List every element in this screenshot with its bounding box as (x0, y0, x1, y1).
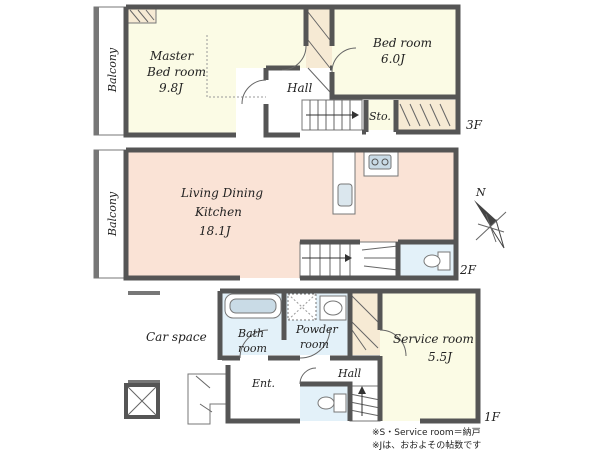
outdoor-storage-icon (124, 383, 160, 419)
stairs-3f (301, 99, 363, 131)
entrance (228, 365, 300, 421)
service-room-label: Service room (393, 332, 474, 346)
powder-room-label: Powder (295, 323, 339, 336)
toilet-icon (423, 254, 441, 268)
entrance-label: Ent. (251, 377, 275, 390)
floor-3f-tag: 3F (466, 118, 483, 132)
stairs-1f (349, 385, 381, 422)
sink-icon (337, 183, 353, 207)
storage (366, 100, 396, 130)
hall-3f-label: Hall (286, 81, 312, 95)
floor-2f: Balcony Living Dining Kitchen 18.1J 2F (93, 147, 477, 281)
compass-icon: N (474, 186, 507, 249)
porch (187, 373, 229, 425)
ldk-label: Living Dining (180, 186, 263, 200)
compass-north-label: N (475, 186, 486, 199)
floor-2f-tag: 2F (459, 263, 477, 277)
balcony-3f (93, 6, 127, 136)
floor-1f-tag: 1F (484, 410, 501, 424)
balcony-2f-label: Balcony (106, 191, 119, 237)
balcony-2f (93, 149, 127, 279)
ldk (126, 150, 332, 278)
washer-space (287, 293, 317, 321)
master-bedroom-label-2: Bed room (146, 65, 206, 79)
hall-1f-label: Hall (337, 367, 362, 380)
bathroom-label-2: room (238, 342, 267, 355)
bedroom-size: 6.0J (381, 52, 406, 66)
service-room-size: 5.5J (428, 350, 453, 364)
master-bedroom-label: Master (149, 49, 195, 63)
stairs-2f (299, 241, 399, 279)
bedroom (332, 7, 458, 97)
toilet-icon (317, 396, 335, 410)
master-bedroom-size: 9.8J (159, 81, 184, 95)
burner-icon (371, 158, 379, 166)
bedroom-label: Bed room (372, 36, 432, 50)
storage-label: Sto. (369, 110, 391, 123)
floor-3f: Balcony Master Bed room 9.8J Hall Bed ro… (93, 4, 483, 138)
hall-1f (300, 365, 380, 383)
bathroom-label: Bath (237, 327, 264, 340)
ldk-size: 18.1J (199, 224, 232, 238)
car-space-label: Car space (146, 330, 207, 344)
powder-room-label-2: room (300, 338, 329, 351)
floor-1f: Car space (124, 288, 501, 425)
note-jo-unit: ※Jは、おおよその帖数です (372, 439, 481, 450)
balcony-3f-label: Balcony (106, 47, 119, 93)
service-room (380, 291, 476, 421)
ldk-label-2: Kitchen (194, 205, 242, 219)
note-service-room: ※S・Service room＝納戸 (372, 426, 481, 438)
burner-icon (381, 158, 389, 166)
